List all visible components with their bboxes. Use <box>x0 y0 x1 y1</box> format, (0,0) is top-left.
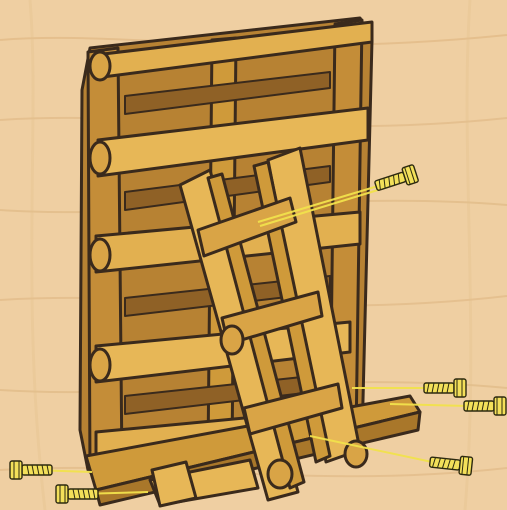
illustration-canvas <box>0 0 507 510</box>
assembly-illustration <box>0 0 507 510</box>
